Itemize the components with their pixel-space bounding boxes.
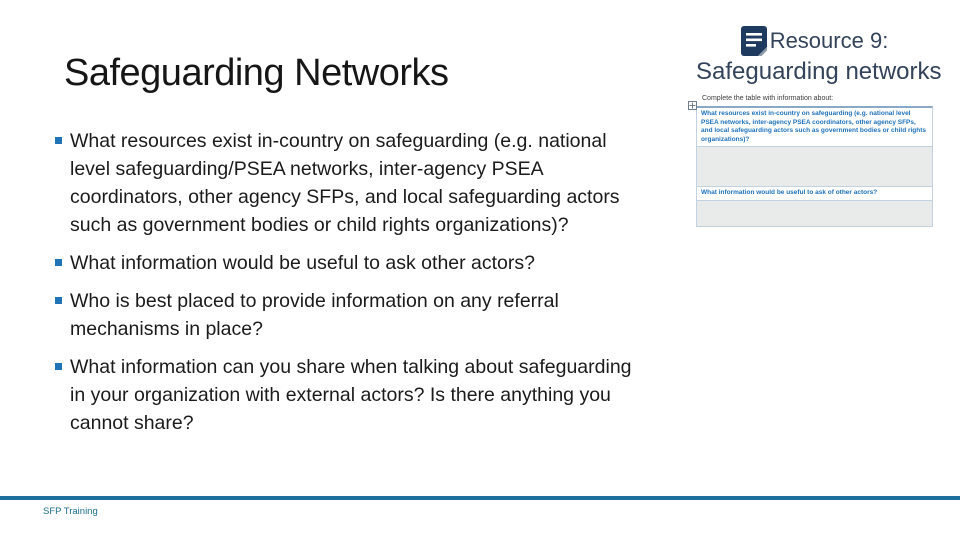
bullet-square-icon (55, 297, 62, 304)
resource-worksheet-image: Resource 9: Safeguarding networks Comple… (688, 26, 942, 227)
answer-cell-2 (697, 199, 932, 226)
worksheet-table: What resources exist in-country on safeg… (688, 101, 933, 227)
bullet-item: What information can you share when talk… (46, 353, 640, 437)
resource-heading-line2: Safeguarding networks (696, 58, 942, 85)
table-move-handle-icon (688, 97, 697, 110)
page-title: Safeguarding Networks (64, 52, 449, 94)
bullet-square-icon (55, 259, 62, 266)
footer-divider (0, 496, 960, 500)
bullet-item: What resources exist in-country on safeg… (46, 127, 640, 239)
bullet-text: What information can you share when talk… (70, 356, 632, 434)
resource-heading: Resource 9: Safeguarding networks (696, 26, 942, 86)
footer-label: SFP Training (43, 506, 98, 517)
resource-heading-line1: Resource 9: (769, 28, 889, 53)
question-row-2: What information would be useful to ask … (697, 187, 932, 200)
bullet-item: Who is best placed to provide informatio… (46, 287, 640, 343)
bullet-item: What information would be useful to ask … (46, 249, 640, 277)
bullet-square-icon (55, 137, 62, 144)
bullet-text: What resources exist in-country on safeg… (70, 130, 620, 236)
bullet-text: Who is best placed to provide informatio… (70, 290, 559, 340)
bullet-list: What resources exist in-country on safeg… (46, 127, 640, 447)
bullet-text: What information would be useful to ask … (70, 252, 535, 274)
answer-cell-1 (697, 146, 932, 188)
document-icon (740, 26, 767, 56)
table-instruction: Complete the table with information abou… (702, 95, 834, 102)
question-row-1: What resources exist in-country on safeg… (697, 108, 932, 147)
bullet-square-icon (55, 363, 62, 370)
